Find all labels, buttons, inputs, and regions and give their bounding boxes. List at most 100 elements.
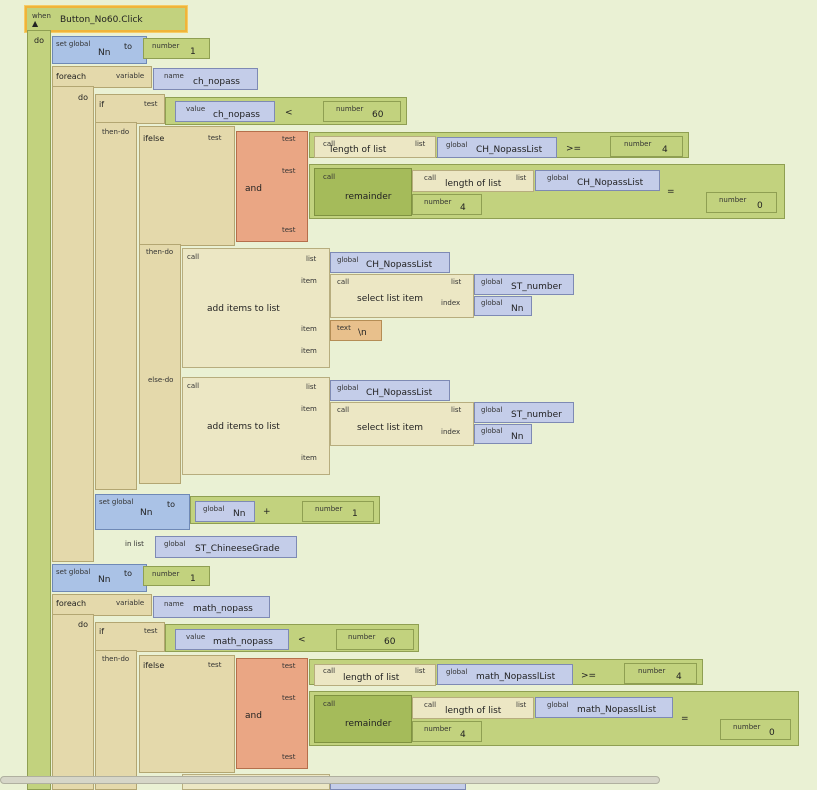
foreach-body: [52, 86, 94, 562]
to-label: to: [167, 500, 176, 509]
number-value: 4: [460, 203, 466, 213]
number-value: 0: [769, 728, 775, 738]
value-block[interactable]: [175, 629, 289, 650]
length-of-list-call[interactable]: [314, 664, 436, 686]
test-label: test: [144, 100, 158, 108]
and-block[interactable]: [236, 658, 308, 769]
index-socket-label: index: [441, 299, 461, 307]
global-name: CH_NopassList: [577, 178, 644, 188]
number-block[interactable]: [412, 194, 482, 215]
select-list-item-call[interactable]: [330, 274, 474, 318]
gte-operator: >=: [581, 671, 597, 681]
if-block[interactable]: [95, 94, 165, 124]
global-block[interactable]: [474, 402, 574, 423]
number-block[interactable]: [706, 192, 777, 213]
ifelse-body: [139, 244, 181, 484]
if-body: [95, 650, 137, 790]
global-block[interactable]: [437, 664, 573, 685]
number-block[interactable]: [302, 501, 374, 522]
event-block[interactable]: [25, 6, 187, 32]
global-block[interactable]: [330, 380, 450, 401]
list-socket-label: list: [306, 383, 317, 391]
global-block[interactable]: [155, 536, 297, 558]
eq-operator: =: [667, 187, 675, 197]
number-block[interactable]: [143, 38, 210, 59]
list-socket-label: list: [415, 667, 426, 675]
global-block[interactable]: [330, 252, 450, 273]
global-name: Nn: [233, 509, 246, 519]
remainder-call[interactable]: [314, 695, 412, 743]
horizontal-scrollbar[interactable]: [0, 776, 660, 784]
global-name: Nn: [511, 304, 524, 314]
global-block[interactable]: [474, 424, 532, 444]
value-label: value: [186, 105, 206, 113]
global-block[interactable]: [535, 170, 660, 191]
number-block[interactable]: [143, 566, 210, 586]
number-value: 4: [662, 145, 668, 155]
number-label: number: [638, 667, 666, 675]
call-label: call: [323, 173, 336, 181]
lt-operator: <: [285, 108, 293, 118]
variable-label: variable: [116, 599, 145, 607]
global-name: ST_ChineeseGrade: [195, 544, 280, 554]
set-global-nn-block[interactable]: [52, 36, 147, 64]
length-of-list-call[interactable]: [412, 697, 534, 719]
name-block[interactable]: [153, 596, 270, 618]
when-label: when: [32, 12, 51, 20]
set-global-nn-block[interactable]: [95, 494, 190, 530]
global-block[interactable]: [195, 501, 255, 522]
call-label: call: [424, 174, 437, 182]
length-of-list-call[interactable]: [412, 170, 534, 192]
number-block[interactable]: [610, 136, 683, 157]
foreach-block[interactable]: [52, 594, 152, 616]
number-block[interactable]: [720, 719, 791, 740]
test-label: test: [144, 627, 158, 635]
global-label: global: [446, 668, 468, 676]
global-label: global: [203, 505, 225, 513]
add-items-call[interactable]: [182, 248, 330, 368]
number-value: 60: [372, 110, 384, 120]
gte-operator: >=: [566, 144, 582, 154]
global-name: math_NopasslList: [577, 705, 657, 715]
global-block[interactable]: [474, 274, 574, 295]
value-name: math_nopass: [213, 637, 273, 647]
ifelse-label: ifelse: [143, 134, 165, 143]
text-label: text: [337, 324, 351, 332]
global-block[interactable]: [535, 697, 673, 718]
name-block[interactable]: [153, 68, 258, 90]
test-label: test: [282, 135, 296, 143]
global-name: ST_number: [511, 282, 562, 292]
name-value: math_nopass: [193, 604, 253, 614]
and-label: and: [245, 184, 262, 194]
item-socket-label: item: [301, 325, 317, 333]
global-block[interactable]: [474, 296, 532, 316]
collapse-arrow-icon[interactable]: ▲: [32, 19, 39, 28]
name-label: name: [164, 600, 184, 608]
number-block[interactable]: [624, 663, 697, 684]
text-block[interactable]: [330, 320, 382, 341]
number-block[interactable]: [412, 721, 482, 742]
then-do-label: then-do: [102, 655, 130, 663]
ifelse-block[interactable]: [139, 655, 235, 773]
remainder-call[interactable]: [314, 168, 412, 216]
set-global-label: set global: [99, 498, 134, 506]
number-block[interactable]: [336, 629, 414, 650]
foreach-block[interactable]: [52, 66, 152, 88]
call-name: length of list: [445, 706, 502, 716]
number-block[interactable]: [323, 101, 401, 122]
value-block[interactable]: [175, 101, 275, 122]
global-name: Nn: [511, 432, 524, 442]
set-global-label: set global: [56, 568, 91, 576]
set-global-nn-block[interactable]: [52, 564, 147, 592]
select-list-item-call[interactable]: [330, 402, 474, 446]
global-name: CH_NopassList: [366, 260, 433, 270]
length-of-list-call[interactable]: [314, 136, 436, 158]
global-block[interactable]: [437, 137, 557, 158]
call-label: call: [323, 667, 336, 675]
ifelse-block[interactable]: [139, 126, 235, 246]
number-label: number: [336, 105, 364, 113]
set-var-name: Nn: [98, 575, 111, 585]
and-block[interactable]: [236, 131, 308, 242]
foreach-label: foreach: [56, 72, 87, 81]
add-items-call[interactable]: [182, 377, 330, 475]
